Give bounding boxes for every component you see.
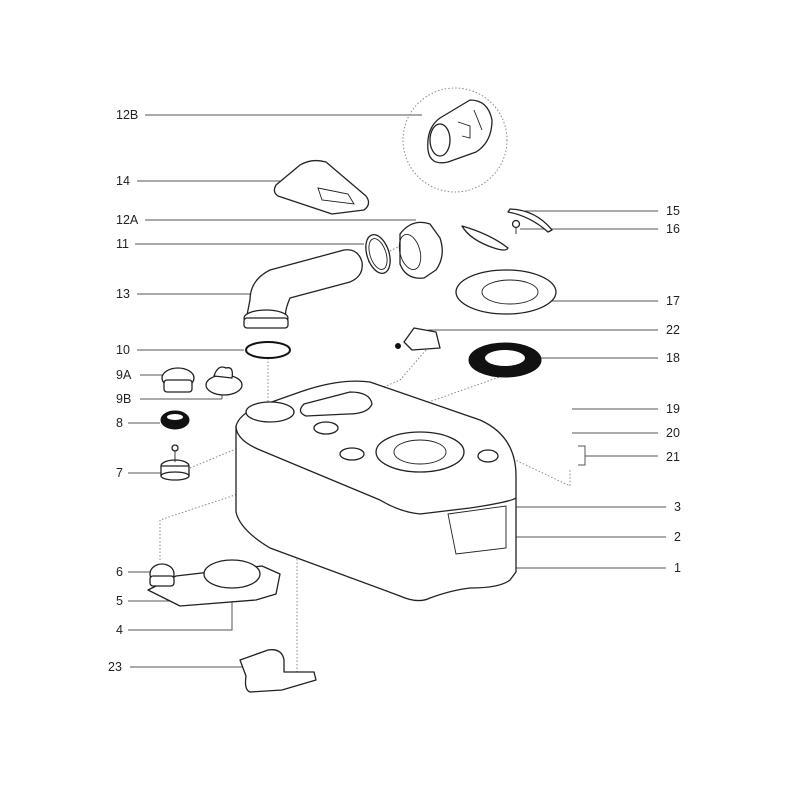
part-12a-drawing [398, 221, 443, 279]
callout-9a: 9A [116, 368, 132, 382]
part-7-drawing [160, 444, 190, 481]
part-9a-drawing [161, 367, 195, 393]
part-16-drawing [511, 219, 521, 234]
callout-8: 8 [116, 416, 123, 430]
callout-1: 1 [674, 561, 681, 575]
callout-9b: 9B [116, 392, 132, 406]
part-8-drawing [160, 410, 190, 430]
part-10-drawing [245, 341, 291, 359]
part-12b-drawing [427, 99, 493, 164]
callout-14: 14 [116, 174, 130, 188]
part-17-drawing [455, 269, 557, 315]
part-18-drawing [468, 342, 542, 378]
callout-21: 21 [666, 450, 680, 464]
callout-17: 17 [666, 294, 680, 308]
part-23-drawing [239, 649, 317, 693]
part-22-drawing [395, 327, 441, 351]
callout-12a: 12A [116, 213, 139, 227]
callout-18: 18 [666, 351, 680, 365]
callout-20: 20 [666, 426, 680, 440]
callout-11: 11 [116, 237, 129, 251]
part-leaf-seal-drawing [461, 225, 509, 251]
part-9b-drawing [205, 366, 243, 396]
callout-16: 16 [666, 222, 680, 236]
part-1-tank-drawing [235, 380, 517, 602]
callout-12b: 12B [116, 108, 139, 122]
part-11-drawing [365, 234, 391, 274]
callout-19: 19 [666, 402, 680, 416]
callout-23: 23 [108, 660, 122, 674]
callout-3: 3 [674, 500, 681, 514]
part-4-drawing [203, 559, 261, 589]
callout-22: 22 [666, 323, 680, 337]
callout-15: 15 [666, 204, 680, 218]
callout-2: 2 [674, 530, 681, 544]
callout-6: 6 [116, 565, 123, 579]
callout-7: 7 [116, 466, 123, 480]
part-6-drawing [149, 563, 175, 587]
callout-5: 5 [116, 594, 123, 608]
callout-4: 4 [116, 623, 123, 637]
callout-10: 10 [116, 343, 130, 357]
part-15-drawing [507, 208, 553, 233]
part-14-drawing [273, 159, 370, 215]
callout-13: 13 [116, 287, 130, 301]
leader-lines-right [428, 210, 666, 569]
part-13-drawing [243, 249, 363, 329]
